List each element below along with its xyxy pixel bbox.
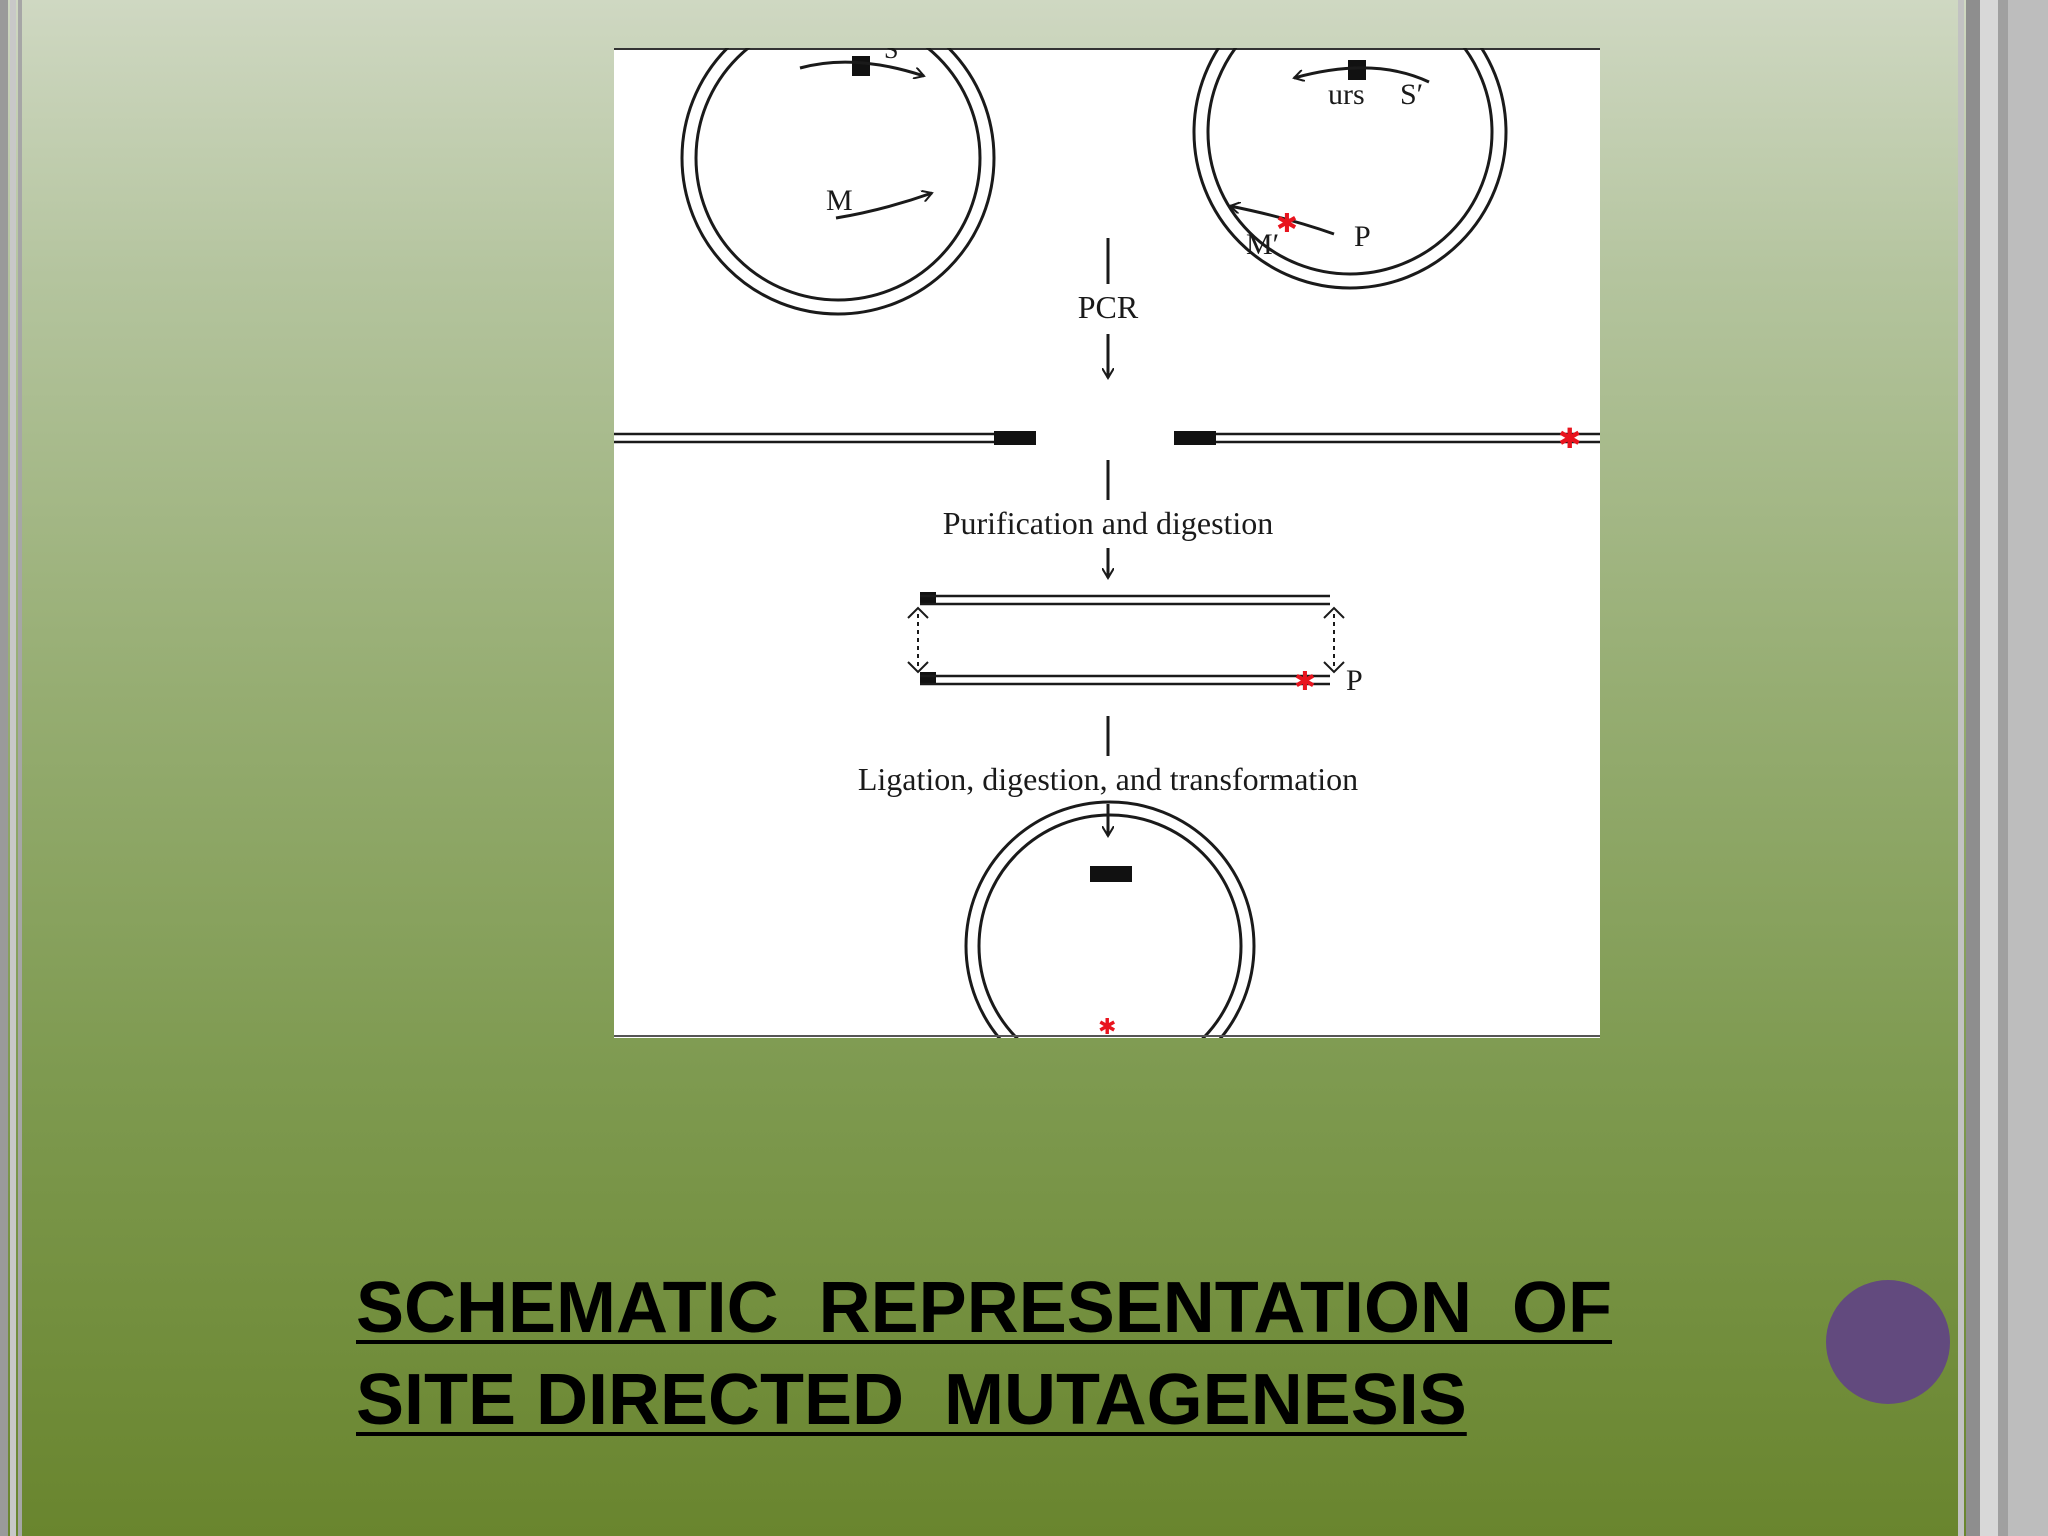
site-block	[852, 56, 870, 76]
digested-fragments: ✱	[907, 592, 1345, 697]
right-edge-stripe-4	[1998, 0, 2008, 1536]
mutation-star: ✱	[1276, 209, 1298, 239]
label-p: P	[1354, 220, 1371, 253]
label-m-prime: M′	[1246, 228, 1279, 261]
pcr-fragment-right: ✱	[1174, 422, 1600, 455]
slide-title-line-1: SCHEMATIC REPRESENTATION OF	[356, 1268, 1613, 1348]
primer-s-prime-arrow	[1294, 66, 1430, 84]
right-edge-stripe-1	[1958, 0, 1964, 1536]
right-edge-stripe-5	[2008, 0, 2048, 1536]
step-pcr-label: PCR	[1078, 289, 1139, 325]
mutation-star-2: ✱	[1558, 422, 1581, 455]
slide-title: SCHEMATIC REPRESENTATION OF SITE DIRECTE…	[356, 1262, 1696, 1446]
label-s-prime: S′	[1400, 78, 1423, 111]
label-m: M	[826, 184, 853, 217]
mutation-star-3: ✱	[1294, 667, 1316, 697]
right-edge-stripe-3	[1980, 0, 1998, 1536]
slide-title-line-2: SITE DIRECTED MUTAGENESIS	[356, 1360, 1467, 1440]
label-urs: urs	[1328, 78, 1365, 111]
plasmid-right: ✱	[1192, 48, 1508, 290]
label-p-2: P	[1346, 664, 1363, 697]
plasmid-left	[680, 48, 996, 316]
left-edge-stripe	[0, 0, 8, 1536]
step-purification-label: Purification and digestion	[943, 505, 1274, 541]
primer-m-prime-arrow	[1230, 206, 1335, 236]
site-block-2	[1348, 60, 1366, 80]
primer-s-arrow	[799, 60, 924, 76]
step-ligation-label: Ligation, digestion, and transformation	[858, 761, 1358, 797]
circle-nav-button[interactable]	[1826, 1280, 1950, 1404]
label-s: S	[884, 48, 898, 64]
left-edge-stripe-thin	[18, 0, 22, 1536]
right-edge-stripe-2	[1966, 0, 1980, 1536]
mutagenesis-diagram: S M ✱ urs S′ M′ P PCR	[614, 48, 1600, 1038]
left-edge-stripe-inner	[10, 0, 16, 1536]
pcr-fragment-left	[614, 431, 1036, 445]
mutation-star-4: ✱	[1098, 1015, 1116, 1038]
final-plasmid: ✱	[964, 800, 1256, 1038]
primer-m-arrow	[835, 193, 932, 220]
